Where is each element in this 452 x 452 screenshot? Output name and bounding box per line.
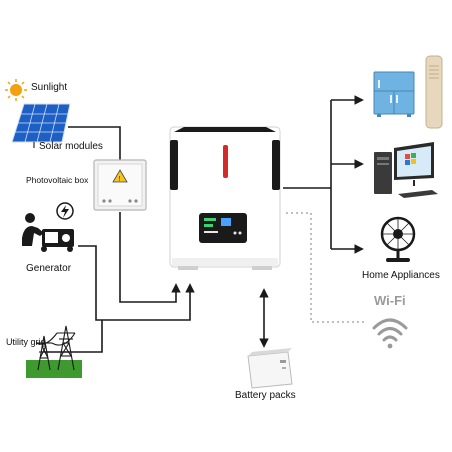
- electric-fan-icon: [380, 216, 416, 262]
- wifi-icon: [372, 318, 408, 349]
- generator-label: Generator: [26, 263, 72, 274]
- pv-box-label: Photovoltaic box: [26, 175, 89, 185]
- desktop-computer-icon: [374, 142, 438, 198]
- photovoltaic-box-icon: !: [93, 159, 147, 211]
- solar-modules-label: Solar modules: [39, 141, 103, 152]
- wifi-label: Wi-Fi: [374, 293, 406, 308]
- solar-panel-icon: [11, 103, 71, 148]
- air-conditioner-icon: [425, 55, 443, 129]
- inverter-unit: [169, 126, 281, 270]
- svg-text:!: !: [119, 176, 121, 183]
- solar-to-pvbox-line: [68, 126, 121, 162]
- home-appliances-label: Home Appliances: [362, 270, 440, 281]
- battery-label: Battery packs: [235, 390, 296, 401]
- sunlight-label: Sunlight: [31, 82, 67, 93]
- wifi-dotted-line: [286, 212, 366, 323]
- inverter-accent-bar: [223, 145, 228, 178]
- refrigerator-icon: [373, 71, 415, 117]
- generator-icon: [22, 202, 74, 252]
- generator-to-inverter-line: [78, 245, 195, 321]
- pvbox-to-inverter-line: [119, 212, 181, 303]
- utility-grid-label: Utility grid: [6, 337, 46, 347]
- inverter-display: [199, 213, 247, 243]
- battery-pack-icon: [247, 348, 293, 389]
- sun-icon: [5, 79, 27, 101]
- utility-grid-icon: [26, 325, 82, 378]
